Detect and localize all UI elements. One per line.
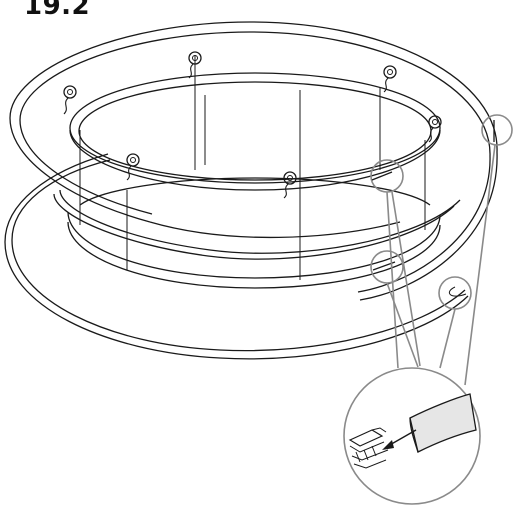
connector-piece <box>348 427 389 469</box>
hook-5 <box>126 153 140 181</box>
cover-strip <box>409 393 477 453</box>
top-plate-ring <box>9 21 498 239</box>
joint-callout-2 <box>370 250 404 284</box>
hook-2 <box>188 51 202 79</box>
hook-4 <box>428 115 442 143</box>
leader-lines <box>386 144 496 386</box>
suspension-wires <box>79 55 426 280</box>
inner-ring-top <box>69 72 441 191</box>
hanging-hooks <box>63 51 442 199</box>
joint-callout-1 <box>370 159 404 193</box>
hook-6 <box>283 171 297 199</box>
insertion-arrow <box>382 429 417 450</box>
inner-ring-bottom <box>67 177 441 289</box>
step-number: 19.2 <box>24 0 91 21</box>
magnified-detail-circle <box>343 367 481 505</box>
joint-callout-4 <box>481 114 513 146</box>
hook-3 <box>383 65 397 93</box>
lower-plate-ring <box>4 153 469 360</box>
joint-callout-3 <box>438 276 472 310</box>
magnified-detail <box>343 367 481 505</box>
hook-1 <box>63 85 77 115</box>
